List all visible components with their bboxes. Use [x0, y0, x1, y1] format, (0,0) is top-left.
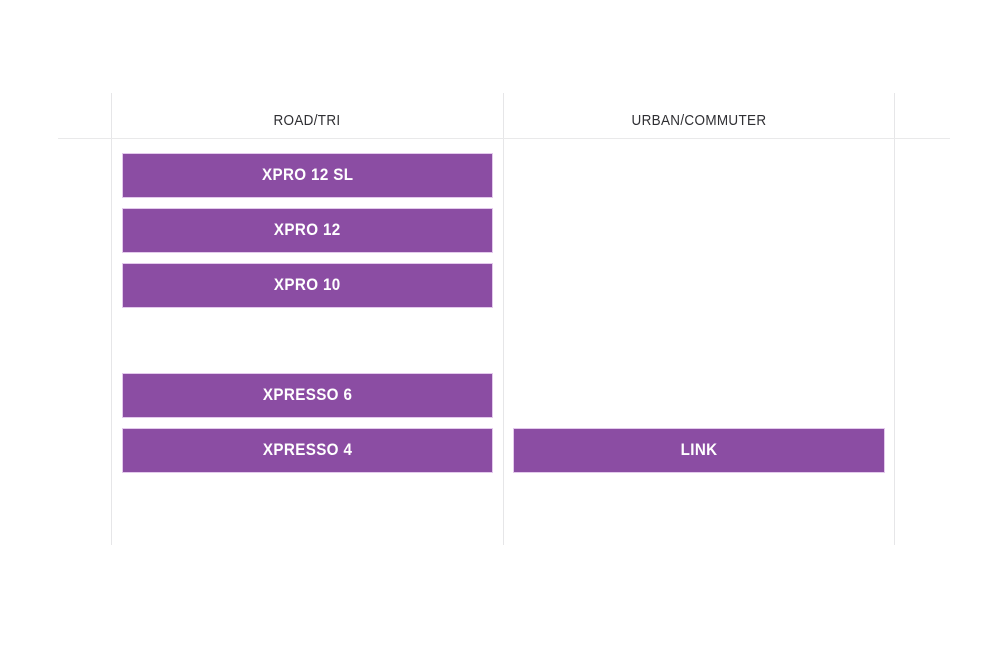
product-bar[interactable]: LINK: [513, 428, 885, 473]
column-header-road-tri: ROAD/TRI: [273, 113, 341, 129]
column-header-urban-commuter: URBAN/COMMUTER: [631, 113, 767, 129]
product-bar-label: XPRESSO 4: [262, 441, 353, 459]
product-bar[interactable]: XPRO 12 SL: [122, 153, 493, 198]
column-divider-middle: [503, 93, 504, 545]
product-bar-label: XPRO 10: [274, 276, 341, 294]
product-bar-label: XPRO 12 SL: [261, 166, 354, 184]
product-bar[interactable]: XPRO 12: [122, 208, 493, 253]
column-divider-right: [894, 93, 895, 545]
column-divider-left: [111, 93, 112, 545]
product-bar[interactable]: XPRO 10: [122, 263, 493, 308]
product-bar-label: XPRO 12: [274, 221, 341, 239]
product-bar[interactable]: XPRESSO 4: [122, 428, 493, 473]
header-divider: [58, 138, 950, 139]
product-bar-label: XPRESSO 6: [262, 386, 353, 404]
product-bar-label: LINK: [680, 441, 718, 459]
product-bar[interactable]: XPRESSO 6: [122, 373, 493, 418]
